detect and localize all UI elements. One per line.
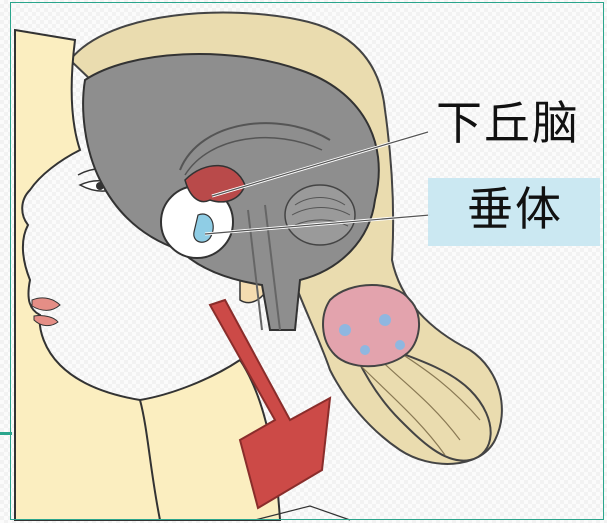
pituitary-label: 垂体 <box>467 186 563 232</box>
frame-border <box>10 2 604 520</box>
side-accent-tick <box>0 432 12 435</box>
hypothalamus-label: 下丘脑 <box>436 100 580 146</box>
